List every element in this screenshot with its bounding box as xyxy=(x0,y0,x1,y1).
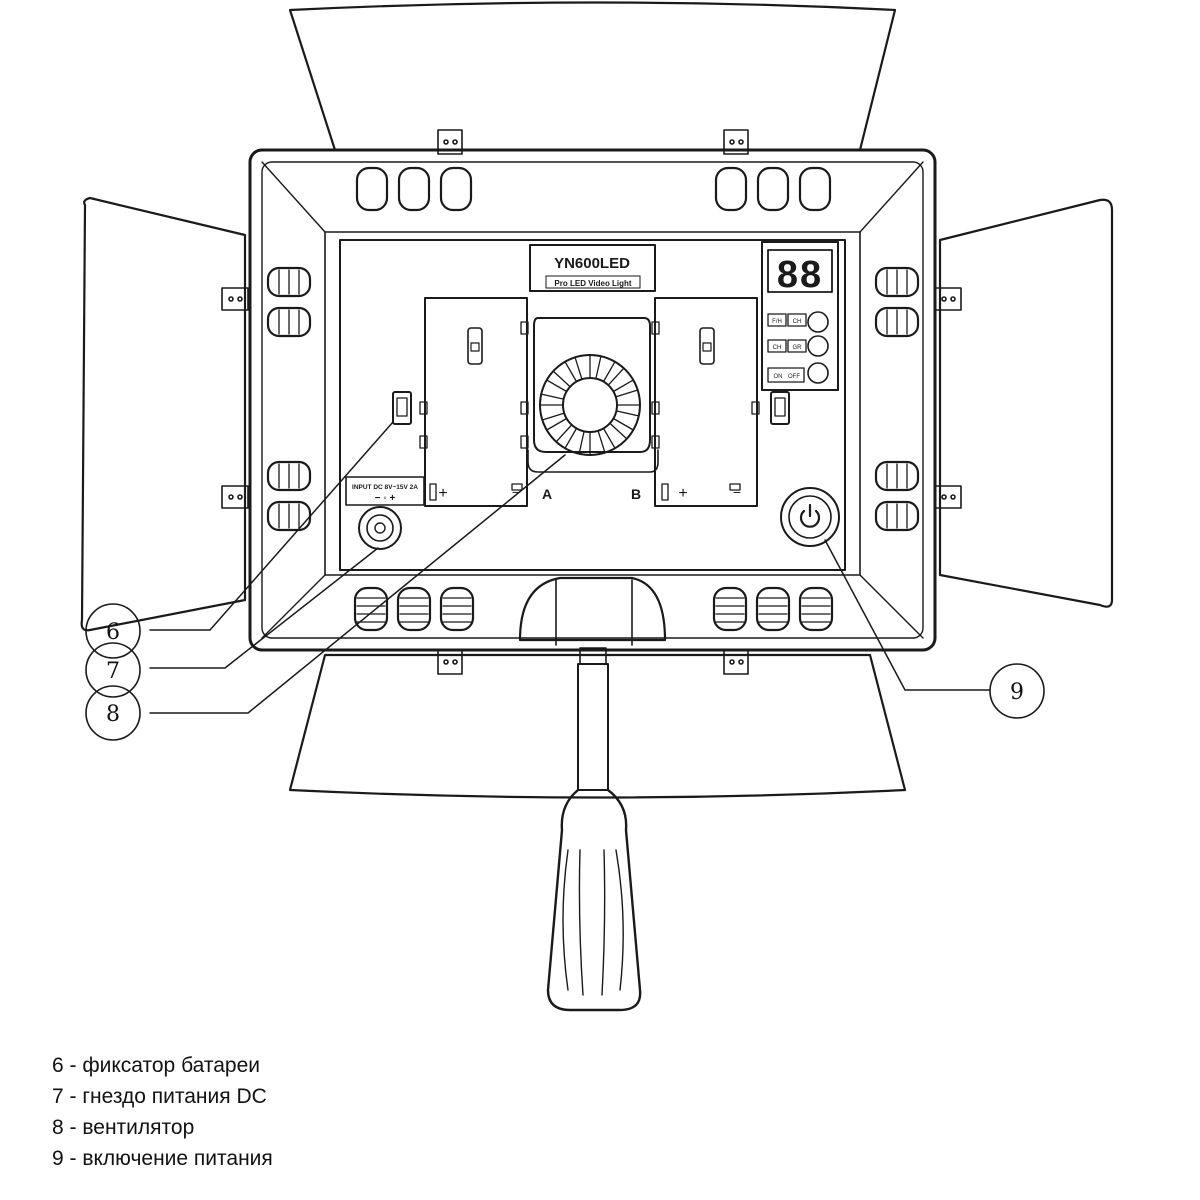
button-label-5: ON xyxy=(774,374,783,380)
callout-circles xyxy=(85,603,1045,741)
legend-item-6: 6 - фиксатор батареи xyxy=(52,1054,260,1077)
hinge-brackets xyxy=(221,129,962,675)
slot-a-label: A xyxy=(542,486,552,502)
plus-a: + xyxy=(438,485,447,502)
leader-line-8 xyxy=(149,454,566,714)
control-panel xyxy=(339,239,846,571)
battery-lock xyxy=(392,391,412,425)
fan-blade xyxy=(615,404,641,417)
legend-item-9: 9 - включение питания xyxy=(52,1147,273,1170)
barn-door-right xyxy=(938,198,1114,608)
dc-polarity: − ◦ + xyxy=(375,493,396,504)
fan-blade xyxy=(555,424,578,449)
leader-line-9 xyxy=(824,539,991,691)
vent-slots-top xyxy=(355,166,832,212)
callout-circle-6 xyxy=(85,603,141,659)
fan-blade xyxy=(539,393,565,406)
fan-blade xyxy=(564,356,583,383)
fan-blade xyxy=(602,361,625,386)
callout-circle-7 xyxy=(85,642,141,698)
battery-plate-b xyxy=(651,297,760,507)
callout-circle-8 xyxy=(85,685,141,741)
handle xyxy=(518,576,667,1012)
callout-number-9: 9 xyxy=(1010,680,1024,705)
slot-b-label: B xyxy=(631,486,641,502)
dc-panel-label: INPUT DC 8V~15V 2A xyxy=(352,484,418,491)
button-label-1: F/H xyxy=(772,319,782,325)
fan-blade xyxy=(612,379,639,398)
model-subtitle: Pro LED Video Light xyxy=(554,279,632,288)
button-label-6: OFF xyxy=(788,374,800,380)
leader-line-6 xyxy=(149,421,394,631)
fan xyxy=(527,317,659,473)
barn-door-top xyxy=(288,1,897,152)
button-label-4: GR xyxy=(793,345,803,351)
fan-blade xyxy=(597,427,616,454)
leader-line-7 xyxy=(149,547,379,669)
housing-outer xyxy=(248,148,937,652)
legend-item-7: 7 - гнездо питания DC xyxy=(52,1085,267,1108)
plus-b: + xyxy=(678,485,687,502)
vent-slots-bottom xyxy=(353,586,834,632)
fan-blade xyxy=(589,354,602,380)
legend: 6 - фиксатор батареи 7 - гнездо питания … xyxy=(52,1050,273,1174)
fan-blades xyxy=(539,354,641,456)
minus-a: − xyxy=(512,484,520,500)
battery-lock-b xyxy=(770,391,790,425)
power-button xyxy=(780,487,840,547)
barn-door-left xyxy=(80,196,247,632)
model-name: YN600LED xyxy=(554,255,630,272)
model-badge xyxy=(529,244,656,292)
legend-item-8: 8 - вентилятор xyxy=(52,1116,195,1139)
display-panel xyxy=(761,241,839,391)
leader-lines xyxy=(149,421,991,714)
dc-input xyxy=(345,476,425,550)
fan-blade xyxy=(609,417,634,440)
led-display: 88 xyxy=(777,254,823,296)
callout-number-8: 8 xyxy=(106,702,120,727)
button-label-3: CH xyxy=(773,345,782,351)
callout-number-7: 7 xyxy=(106,659,120,684)
fan-blade xyxy=(546,370,571,393)
housing-inner-frame xyxy=(261,161,924,639)
battery-plate-a xyxy=(419,297,529,507)
callout-number-6: 6 xyxy=(106,620,120,645)
fan-blade xyxy=(541,412,568,431)
fan-blade xyxy=(578,430,591,456)
minus-b: − xyxy=(733,484,741,500)
callout-circle-9 xyxy=(989,663,1045,719)
vent-slots-sides xyxy=(266,266,920,532)
barn-door-bottom xyxy=(288,653,907,799)
button-label-2: CH xyxy=(793,319,802,325)
